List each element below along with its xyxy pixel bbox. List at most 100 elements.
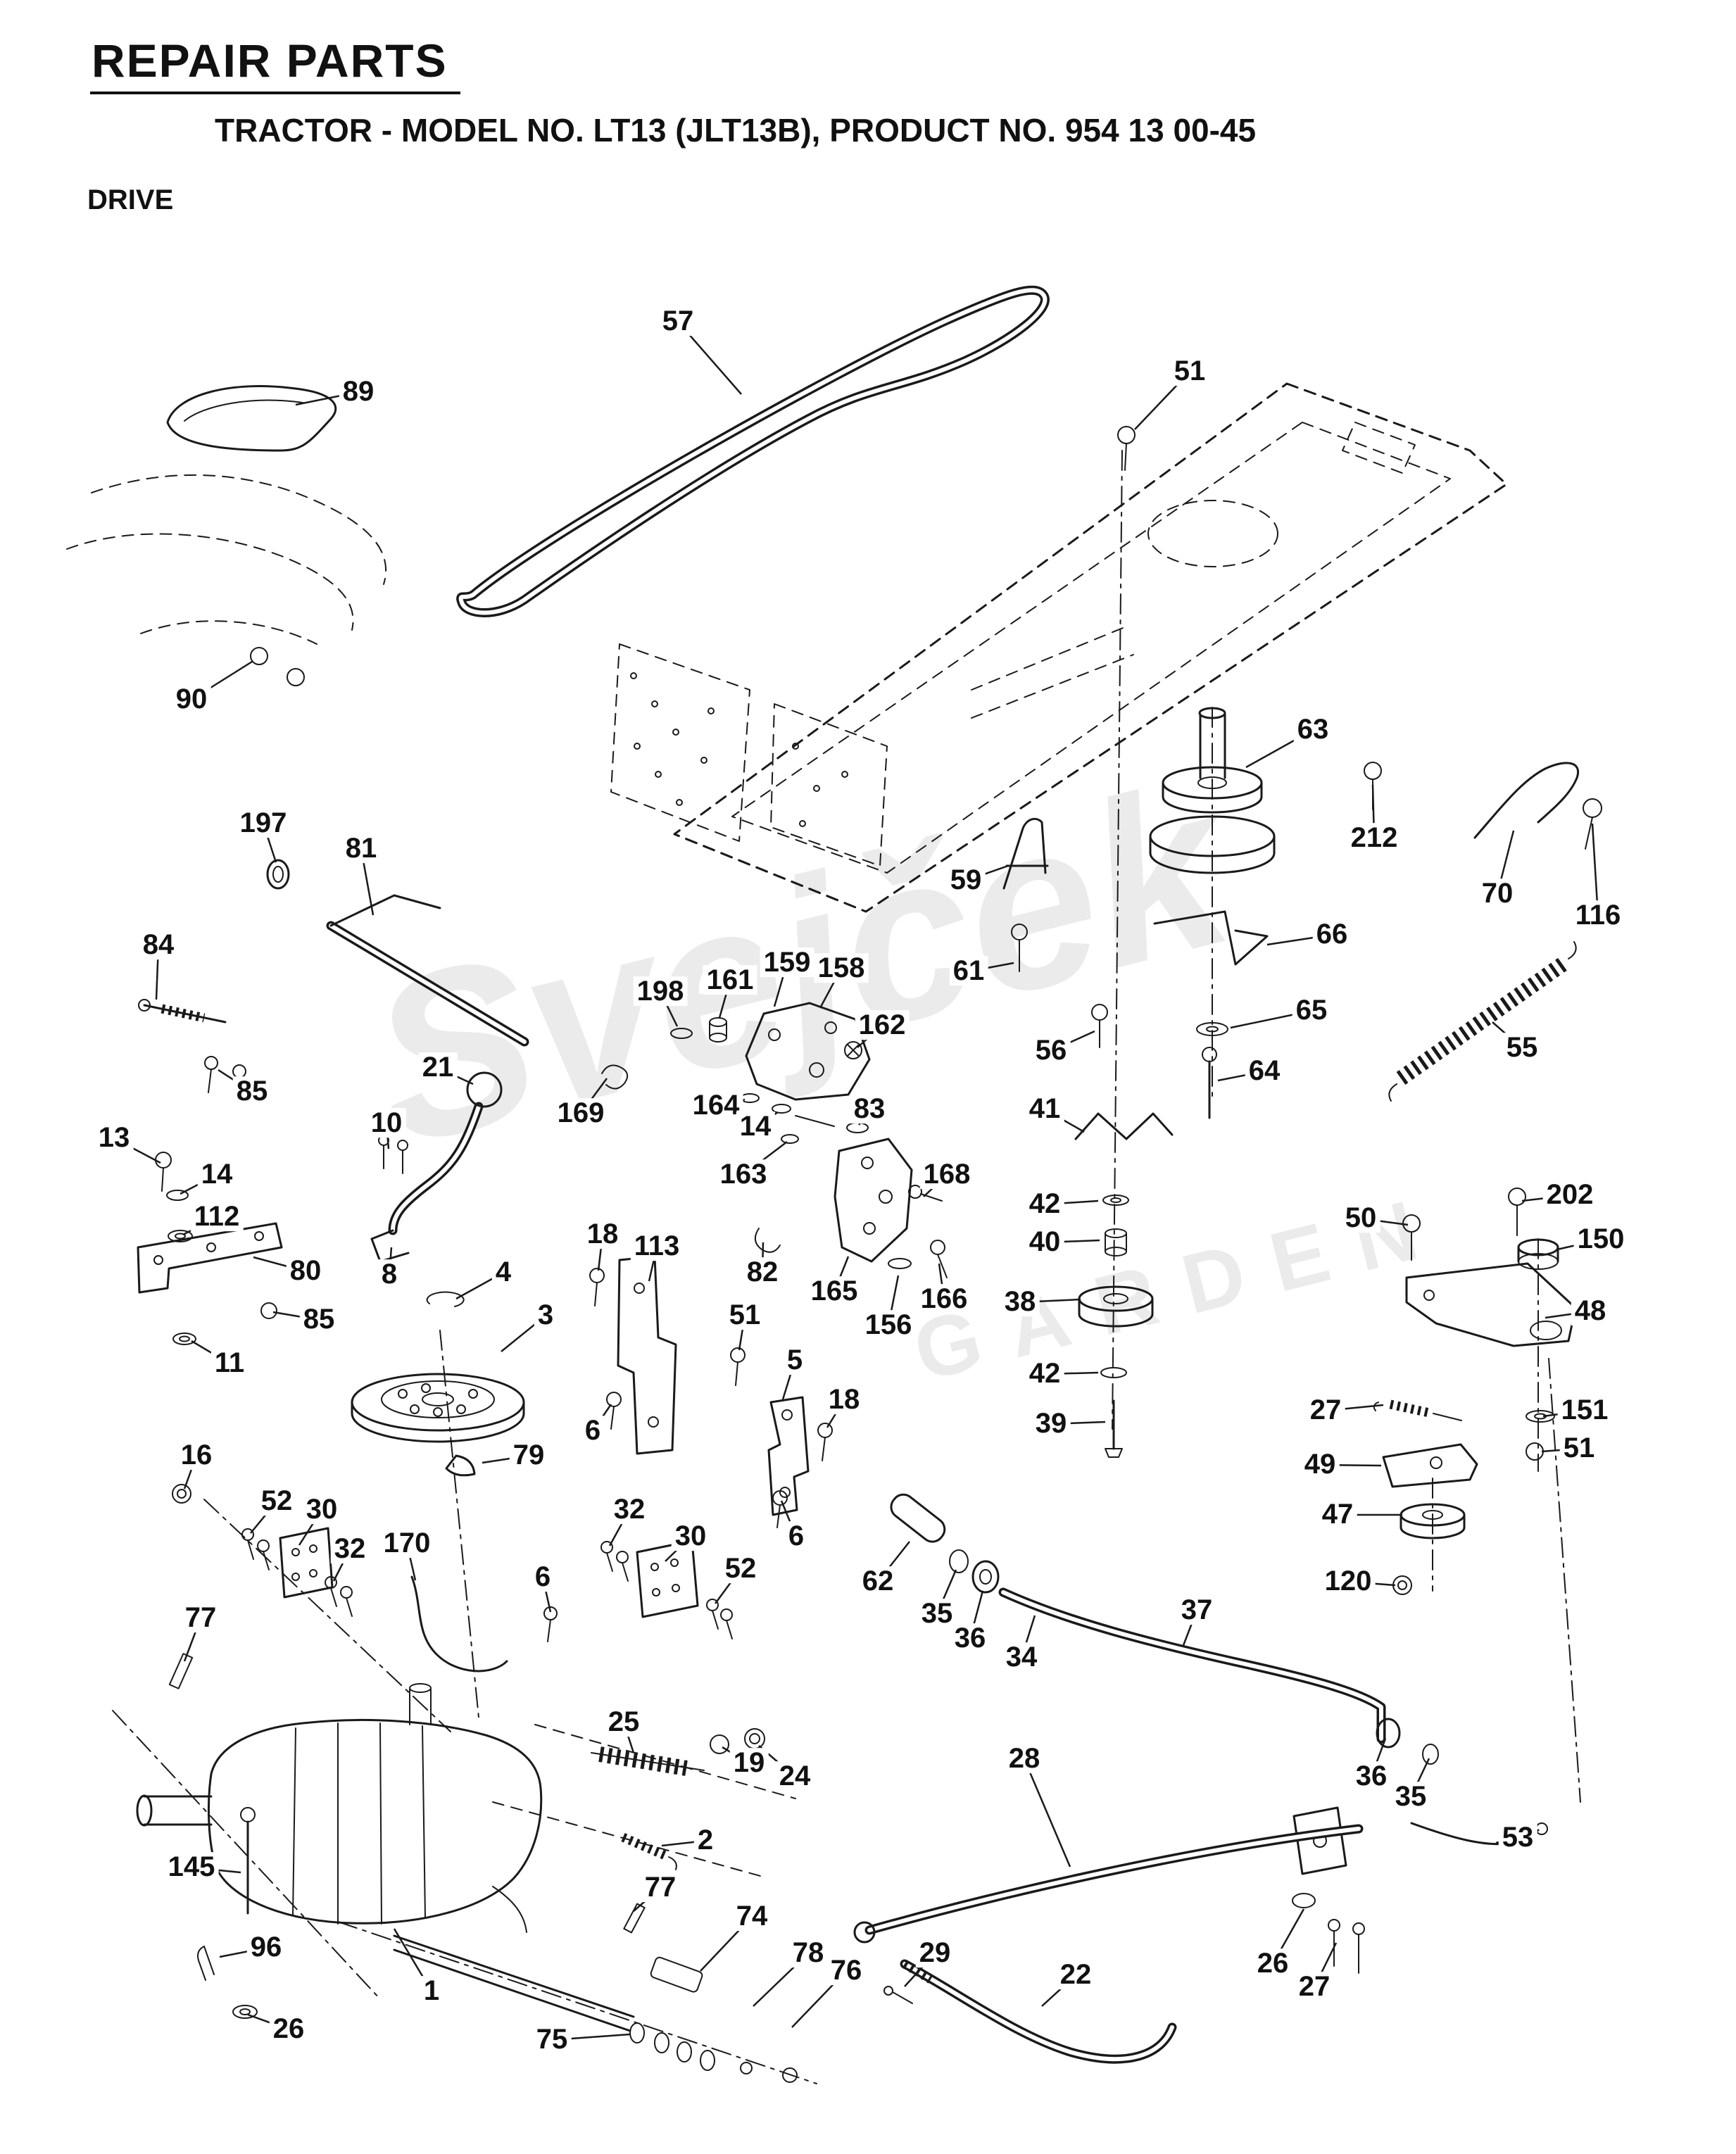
part-label-36: 36 [1352, 1761, 1391, 1791]
part-label-26: 26 [1253, 1948, 1292, 1979]
part-label-168: 168 [919, 1159, 974, 1190]
part-label-80: 80 [286, 1256, 325, 1286]
part-label-51: 51 [1559, 1433, 1599, 1463]
part-label-51: 51 [1170, 356, 1209, 386]
part-label-85: 85 [299, 1304, 339, 1335]
part-label-22: 22 [1056, 1960, 1095, 1990]
part-label-212: 212 [1347, 823, 1402, 853]
part-label-56: 56 [1031, 1035, 1071, 1066]
part-label-197: 197 [236, 808, 291, 838]
part-label-165: 165 [807, 1276, 862, 1306]
page-title: REPAIR PARTS [90, 34, 460, 94]
part-label-76: 76 [826, 1955, 866, 1986]
part-label-39: 39 [1031, 1409, 1071, 1439]
part-label-51: 51 [725, 1300, 765, 1330]
part-label-116: 116 [1571, 900, 1625, 931]
part-label-163: 163 [716, 1159, 771, 1190]
part-label-18: 18 [583, 1219, 622, 1249]
part-label-75: 75 [532, 2024, 572, 2055]
part-label-14: 14 [197, 1159, 237, 1190]
part-label-156: 156 [861, 1310, 916, 1340]
part-label-158: 158 [814, 953, 869, 983]
part-label-30: 30 [671, 1521, 710, 1551]
part-label-11: 11 [210, 1348, 249, 1378]
part-label-4: 4 [491, 1257, 515, 1287]
part-label-169: 169 [553, 1098, 608, 1128]
part-label-6: 6 [581, 1416, 605, 1446]
part-label-62: 62 [858, 1566, 898, 1596]
part-label-52: 52 [257, 1486, 296, 1516]
part-label-79: 79 [509, 1440, 548, 1470]
part-label-30: 30 [302, 1494, 341, 1525]
part-label-48: 48 [1571, 1296, 1610, 1326]
part-label-112: 112 [190, 1202, 244, 1232]
part-label-1: 1 [420, 1976, 444, 2006]
part-label-27: 27 [1295, 1972, 1334, 2002]
part-label-21: 21 [418, 1052, 458, 1083]
part-label-13: 13 [94, 1123, 134, 1153]
part-label-113: 113 [630, 1231, 684, 1261]
part-label-66: 66 [1312, 919, 1352, 950]
part-label-42: 42 [1025, 1189, 1064, 1219]
part-label-82: 82 [743, 1257, 782, 1287]
part-label-34: 34 [1002, 1642, 1041, 1673]
part-label-29: 29 [915, 1938, 955, 1968]
part-label-10: 10 [367, 1108, 406, 1138]
part-label-6: 6 [531, 1562, 555, 1592]
part-label-36: 36 [950, 1623, 990, 1654]
part-label-78: 78 [788, 1938, 828, 1968]
part-label-63: 63 [1293, 714, 1333, 745]
part-label-5: 5 [783, 1345, 807, 1375]
part-label-57: 57 [658, 306, 698, 336]
part-label-35: 35 [1391, 1782, 1430, 1812]
part-label-49: 49 [1300, 1449, 1340, 1480]
part-label-84: 84 [139, 930, 178, 960]
part-label-81: 81 [341, 833, 381, 864]
part-label-83: 83 [850, 1094, 889, 1124]
part-label-96: 96 [246, 1932, 286, 1963]
part-label-40: 40 [1025, 1227, 1064, 1257]
part-label-19: 19 [729, 1748, 769, 1778]
part-label-85: 85 [232, 1076, 272, 1107]
part-label-170: 170 [379, 1528, 434, 1558]
part-label-28: 28 [1005, 1744, 1044, 1774]
part-label-70: 70 [1478, 878, 1517, 909]
part-label-26: 26 [269, 2014, 308, 2044]
part-label-50: 50 [1341, 1203, 1380, 1233]
part-label-38: 38 [1000, 1287, 1040, 1317]
part-label-32: 32 [610, 1494, 649, 1525]
section-label: DRIVE [87, 184, 174, 215]
part-label-120: 120 [1321, 1566, 1376, 1596]
part-label-59: 59 [946, 865, 986, 895]
part-label-8: 8 [377, 1259, 401, 1290]
part-label-162: 162 [855, 1010, 910, 1040]
part-label-150: 150 [1573, 1224, 1628, 1254]
part-label-35: 35 [917, 1599, 957, 1629]
part-label-42: 42 [1025, 1359, 1064, 1389]
part-label-74: 74 [732, 1901, 772, 1932]
model-subtitle: TRACTOR - MODEL NO. LT13 (JLT13B), PRODU… [215, 112, 1257, 149]
part-label-6: 6 [784, 1521, 808, 1551]
part-label-65: 65 [1292, 995, 1331, 1026]
part-label-2: 2 [693, 1825, 717, 1856]
part-label-166: 166 [917, 1284, 971, 1314]
part-label-55: 55 [1502, 1033, 1542, 1063]
part-label-151: 151 [1557, 1395, 1612, 1425]
part-label-202: 202 [1542, 1180, 1597, 1210]
part-label-14: 14 [736, 1111, 775, 1142]
part-label-159: 159 [760, 947, 814, 978]
part-label-90: 90 [172, 684, 211, 714]
part-label-61: 61 [949, 956, 988, 986]
part-label-27: 27 [1306, 1395, 1345, 1425]
part-label-37: 37 [1177, 1595, 1216, 1625]
part-label-52: 52 [721, 1554, 760, 1584]
part-label-64: 64 [1245, 1056, 1284, 1086]
part-label-77: 77 [181, 1603, 220, 1633]
part-label-164: 164 [688, 1090, 743, 1121]
part-label-41: 41 [1025, 1094, 1064, 1124]
part-label-161: 161 [703, 965, 757, 995]
part-label-47: 47 [1318, 1499, 1357, 1530]
